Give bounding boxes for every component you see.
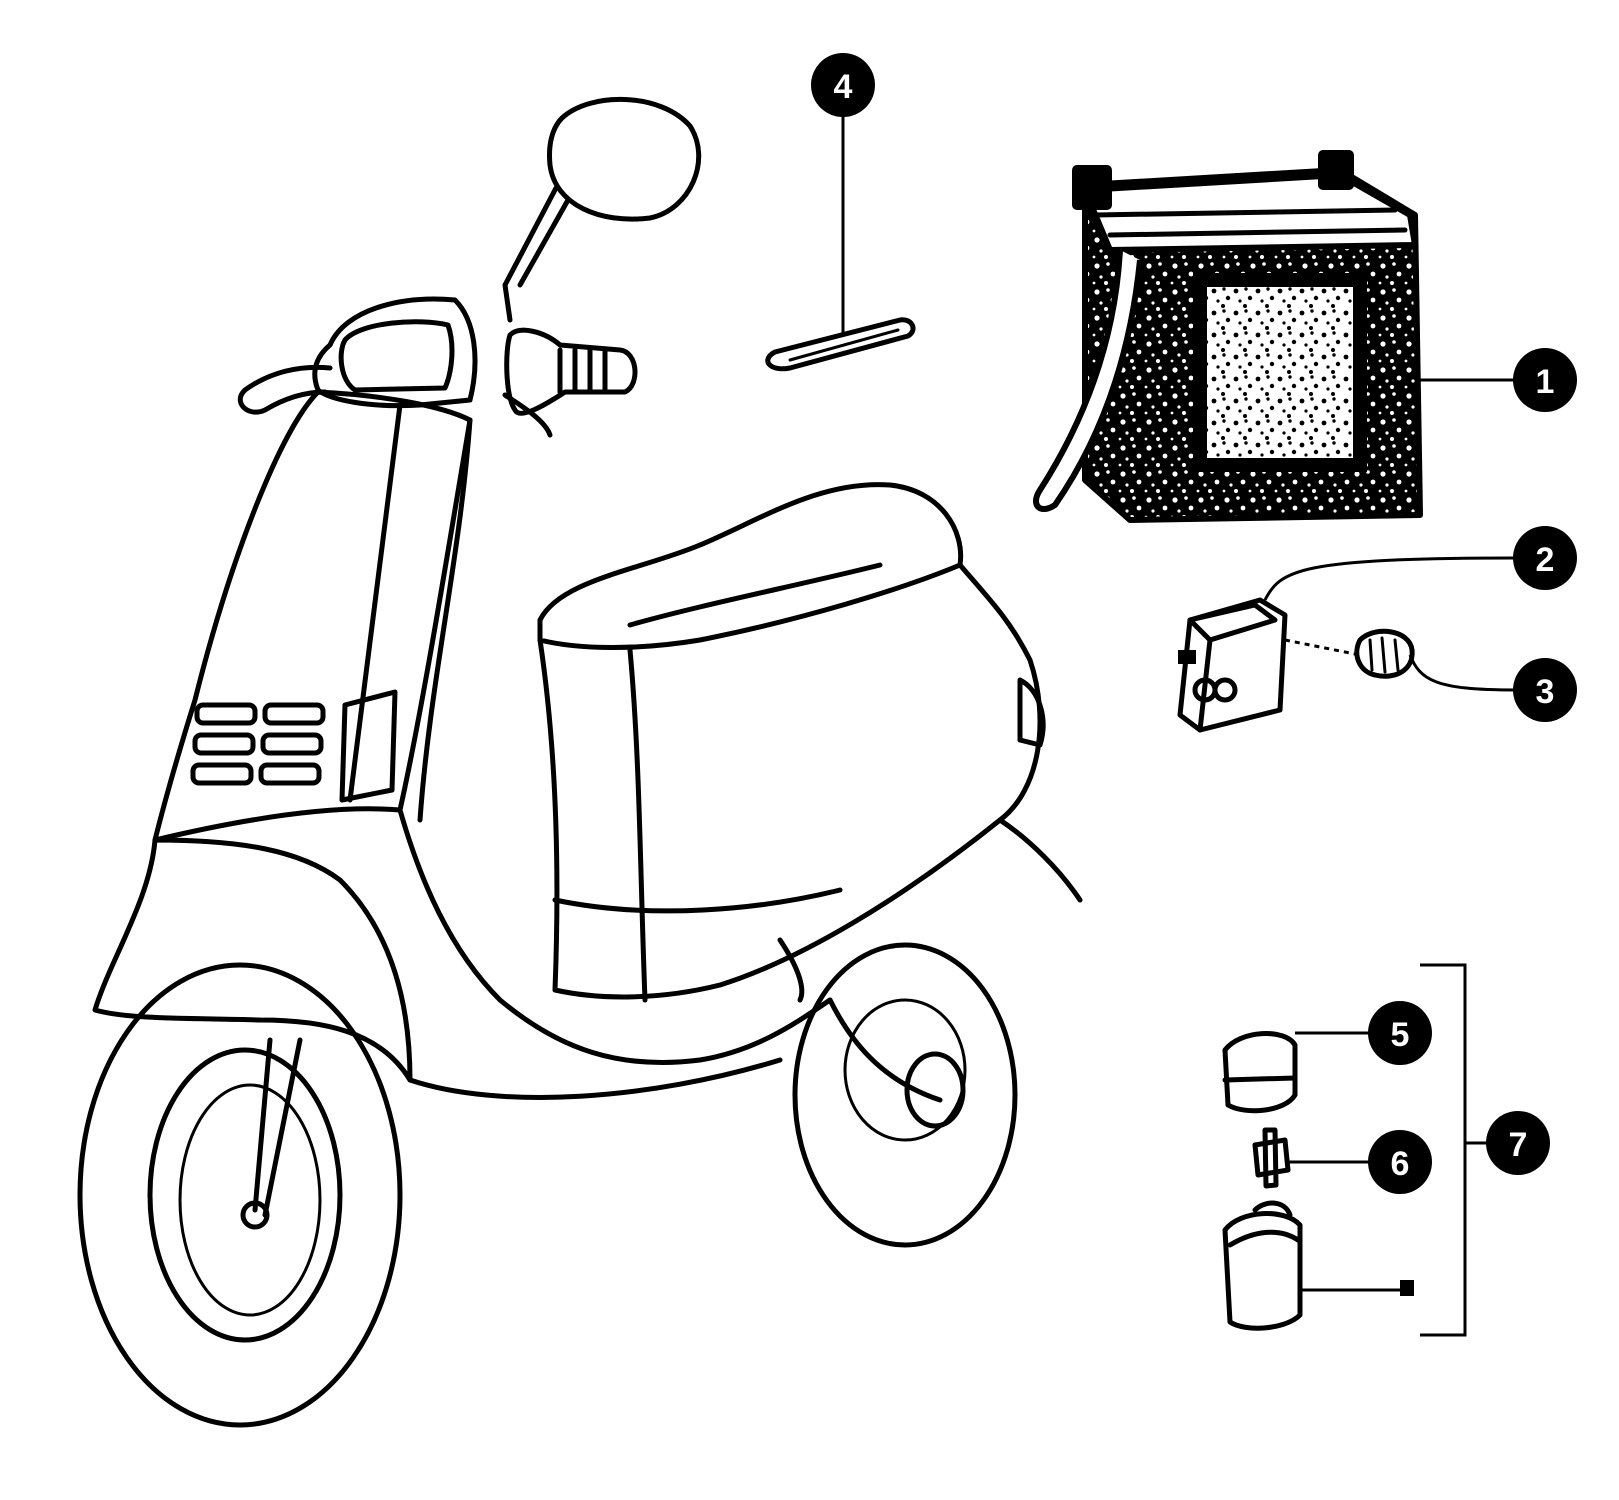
callout-1-label: 1 <box>1536 363 1555 401</box>
speedometer-window <box>338 319 455 393</box>
part-battery <box>1033 150 1423 523</box>
callout-4: 4 <box>811 53 875 117</box>
scooter-illustration <box>77 96 1083 1428</box>
seat <box>537 482 964 650</box>
callout-2: 2 <box>1513 526 1577 590</box>
handlebar-grip <box>502 327 638 438</box>
part-fuse-holder <box>1222 1200 1414 1331</box>
front-wheel <box>77 962 403 1428</box>
callout-5-label: 5 <box>1391 1016 1410 1054</box>
callout-1: 1 <box>1513 348 1577 412</box>
part-strip <box>765 317 916 372</box>
callout-leaders <box>841 110 1516 1337</box>
callout-7: 7 <box>1486 1111 1550 1175</box>
callout-5: 5 <box>1368 1001 1432 1065</box>
mirror <box>502 96 702 323</box>
part-connector <box>1284 628 1415 679</box>
callout-7-label: 7 <box>1509 1126 1528 1164</box>
callout-3: 3 <box>1513 658 1577 722</box>
rear-body <box>537 562 1043 1000</box>
part-relay <box>1177 597 1288 733</box>
front-grill <box>190 689 398 803</box>
callout-2-label: 2 <box>1536 541 1555 579</box>
tail-light <box>1017 677 1046 748</box>
brake-lever-left <box>237 364 333 415</box>
part-fuse-cap <box>1222 1031 1298 1114</box>
floorboard <box>397 807 833 1065</box>
callout-4-label: 4 <box>834 68 853 106</box>
rear-wheel <box>792 942 1018 1248</box>
callout-6: 6 <box>1368 1130 1432 1194</box>
callout-6-label: 6 <box>1391 1145 1410 1183</box>
part-fuse <box>1252 1127 1291 1189</box>
callout-3-label: 3 <box>1536 673 1555 711</box>
headset <box>312 296 478 409</box>
